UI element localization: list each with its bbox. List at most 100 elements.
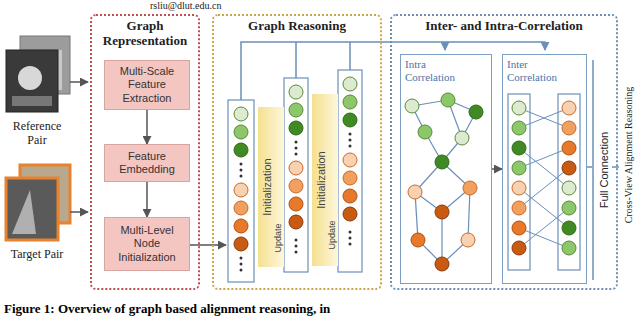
node-column: [338, 70, 362, 272]
graph-node: [512, 181, 526, 195]
ellipsis-dot: [295, 251, 298, 254]
target-image: [6, 178, 58, 240]
ellipsis-dot: [349, 139, 352, 142]
graph-node: [343, 207, 357, 221]
ellipsis-dot: [295, 245, 298, 248]
ellipsis-dot: [295, 153, 298, 156]
graph-node: [455, 131, 469, 145]
skip-line: [349, 42, 351, 70]
graph-node: [234, 143, 248, 157]
graph-node: [289, 121, 303, 135]
graph-node: [289, 197, 303, 211]
flow-arrow: [146, 110, 148, 144]
graph-node: [435, 205, 449, 219]
ellipsis-dot: [295, 147, 298, 150]
ellipsis-dot: [240, 257, 243, 260]
graph-node: [562, 141, 576, 155]
graph-node: [289, 103, 303, 117]
ellipsis-dot: [349, 133, 352, 136]
box-text: Multi-Scale Feature Extraction: [108, 65, 186, 105]
flow-arrow: [492, 168, 502, 170]
graph-node: [289, 85, 303, 99]
graph-link: [519, 228, 569, 248]
graph-node: [463, 181, 477, 195]
graph-node: [441, 93, 455, 107]
node-column: [284, 78, 308, 272]
graph-node: [469, 105, 483, 119]
group-region: Graph RepresentationMulti-Scale Feature …: [90, 14, 200, 290]
fc-bar: [592, 60, 594, 280]
graph-node: [512, 241, 526, 255]
ellipsis-dot: [240, 175, 243, 178]
band-text: Initialization: [262, 158, 273, 215]
graph-node: [405, 99, 419, 113]
graph-node: [562, 201, 576, 215]
input-arrow: [70, 81, 88, 83]
input-arrow: [70, 211, 88, 213]
graph-node: [512, 161, 526, 175]
correlation-box: Intra Correlation: [400, 54, 492, 284]
ellipsis-dot: [240, 163, 243, 166]
graph-node: [234, 219, 248, 233]
author-email: rsliu@dlut.edu.cn: [150, 0, 280, 12]
graph-node: [435, 155, 449, 169]
graph-node: [343, 153, 357, 167]
group-title: Graph Representation: [92, 16, 198, 49]
graph-node: [343, 113, 357, 127]
node-column: [228, 100, 254, 282]
node-init-arrow: [190, 244, 226, 246]
graph-node: [343, 95, 357, 109]
group-title: Graph Reasoning: [214, 16, 380, 34]
skip-line: [241, 42, 545, 100]
graph-link: [519, 108, 569, 128]
graph-node: [343, 77, 357, 91]
graph-node: [411, 233, 425, 247]
group-title: Inter- and Intra-Correlation: [392, 16, 616, 34]
graph-link: [519, 148, 569, 168]
box-text: Multi-Level Node Initialization: [108, 224, 186, 264]
light-shape: [18, 66, 42, 90]
input-label: Reference Pair: [4, 120, 70, 148]
graph-node: [289, 215, 303, 229]
ellipsis-dot: [349, 231, 352, 234]
graph-node: [234, 237, 248, 251]
graph-node: [435, 257, 449, 271]
graph-node: [343, 189, 357, 203]
correlation-box: Inter Correlation: [502, 54, 587, 284]
flow-arrow: [146, 182, 148, 217]
graph-node: [234, 125, 248, 139]
ellipsis-dot: [349, 243, 352, 246]
ellipsis-dot: [295, 141, 298, 144]
graph-node: [408, 185, 422, 199]
graph-node: [234, 107, 248, 121]
ellipsis-dot: [240, 269, 243, 272]
graph-node: [562, 221, 576, 235]
graph-node: [289, 161, 303, 175]
box-text: Inter Correlation: [503, 55, 571, 87]
graph-node: [562, 181, 576, 195]
graph-node: [512, 221, 526, 235]
update-band: InitializationUpdate: [258, 107, 284, 267]
ground-shape: [12, 96, 52, 106]
label-text: Full Connection: [599, 132, 610, 208]
graph-node: [234, 183, 248, 197]
skip-line: [295, 42, 297, 78]
box-text: Feature Embedding: [108, 150, 186, 176]
ellipsis-dot: [240, 169, 243, 172]
graph-node: [562, 121, 576, 135]
band-text: Update: [274, 224, 283, 253]
inter-links: [519, 108, 569, 248]
input-label: Target Pair: [4, 248, 70, 262]
graph-node: [512, 101, 526, 115]
process-box: Feature Embedding: [104, 144, 190, 182]
layer-label: Full Connection: [596, 60, 612, 280]
label-text: Cross-View Alignment Reasoning: [624, 87, 634, 224]
graph-link: [441, 212, 442, 264]
graph-node: [512, 141, 526, 155]
reference-image: [6, 50, 58, 112]
graph-node: [343, 171, 357, 185]
graph-node: [461, 233, 475, 247]
graph-node: [562, 241, 576, 255]
ellipsis-dot: [349, 237, 352, 240]
